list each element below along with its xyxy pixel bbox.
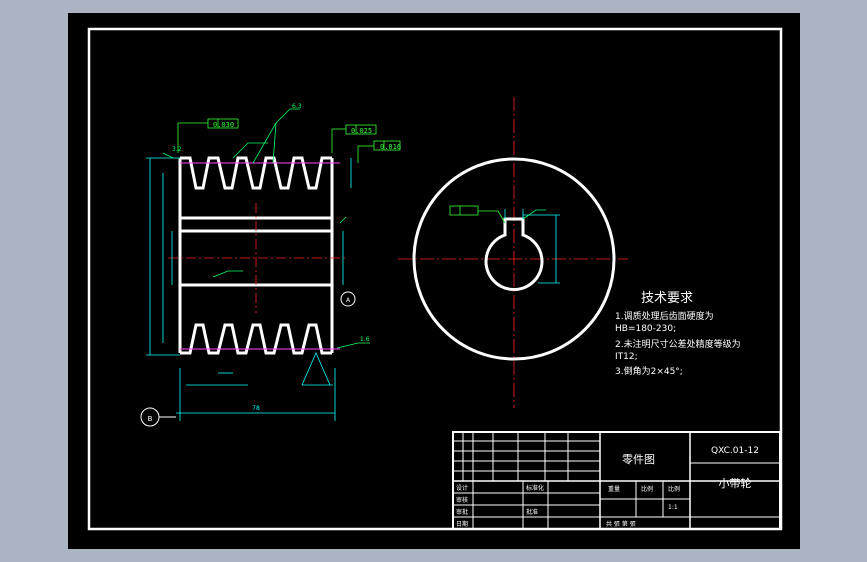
front-view: [398, 97, 628, 408]
tech-requirements: 技术要求 1.调质处理后齿面硬度为 HB=180-230; 2.未注明尺寸公差处…: [615, 291, 741, 377]
dimensions: [146, 157, 352, 421]
datum-b-label: B: [148, 415, 153, 423]
mid-label-2: 批准: [526, 508, 538, 516]
runout-frame-4: [449, 205, 479, 216]
sheet-info: 共 張 第 張: [606, 520, 636, 528]
col-label-3: 比例: [668, 485, 680, 493]
title-block: [452, 431, 781, 530]
row-label-1: 设计: [456, 484, 468, 492]
runout-frame-1: [207, 118, 239, 129]
col-label-2: 比例: [641, 485, 653, 493]
top-groove-profile: [180, 156, 332, 190]
row-label-2: 审核: [456, 496, 468, 504]
outer-rim-circle: [412, 157, 616, 361]
drawing-sheet: A B 0.030 0.025 0.016 6.3 3.2 1.6 78 技术要…: [68, 13, 800, 549]
overall-width-value: 78: [252, 405, 260, 412]
runout-frame-3: [373, 140, 401, 151]
mid-label-1: 标准化: [526, 484, 544, 492]
bore-with-keyway: [484, 217, 544, 292]
roughness-leaders: [162, 108, 370, 349]
cad-drawing: A B 0.030 0.025 0.016 6.3 3.2 1.6 78 技术要…: [87, 27, 783, 531]
row-label-4: 日期: [456, 520, 468, 528]
roughness-value-1: 6.3: [292, 103, 302, 110]
drawing-number: QXC.01-12: [711, 446, 759, 456]
col-label-1: 重量: [608, 485, 620, 493]
datum-a-circle: [340, 291, 356, 307]
tech-req-line-5: 3.倒角为2×45°;: [615, 365, 683, 377]
tech-req-line-2: HB=180-230;: [615, 324, 676, 334]
roughness-value-3: 1.6: [360, 336, 370, 343]
roughness-value-2: 3.2: [172, 146, 182, 153]
part-name: 小带轮: [719, 476, 752, 490]
scale-value: 1:1: [668, 504, 678, 511]
drawing-frame: [87, 27, 783, 531]
row-label-3: 审批: [456, 508, 468, 516]
tolerance-frames: [177, 118, 479, 216]
tech-req-heading: 技术要求: [641, 291, 693, 306]
tol-value-1: 0.030: [213, 121, 234, 129]
tol-value-3: 0.016: [380, 143, 401, 151]
runout-frame-2: [345, 124, 377, 135]
tech-req-line-4: IT12;: [615, 352, 638, 362]
datum-a-label: A: [346, 297, 351, 304]
tol-value-2: 0.025: [351, 127, 372, 135]
bottom-groove-profile: [180, 323, 332, 355]
tech-req-line-3: 2.未注明尺寸公差处精度等级为: [615, 338, 741, 350]
tech-req-line-1: 1.调质处理后齿面硬度为: [615, 310, 714, 322]
drawing-type: 零件图: [622, 453, 655, 466]
section-view: [168, 156, 348, 355]
